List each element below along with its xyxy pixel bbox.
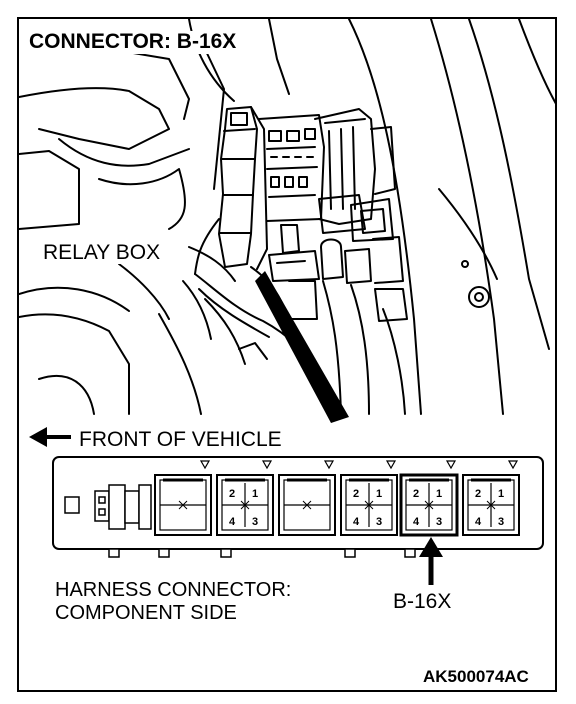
lock-triangle-icon [199, 460, 211, 470]
pin-number: 4 [475, 516, 482, 528]
pin-number: 4 [413, 516, 420, 528]
pin-number: 2 [353, 488, 359, 500]
pin-number: 1 [498, 488, 504, 500]
lock-triangle-icon [385, 460, 397, 470]
pin-number: 2 [475, 488, 481, 500]
connector-b16x-label: B-16X [393, 590, 452, 613]
pin-number: 4 [353, 516, 360, 528]
connector-title: CONNECTOR: B-16X [29, 31, 241, 54]
connector-socket: 2 1 4 3 [462, 460, 520, 536]
pin-number: 2 [229, 488, 235, 500]
lock-triangle-icon [323, 460, 335, 470]
lock-triangle-icon [261, 460, 273, 470]
connector-sockets: 2 1 4 3 2 1 4 3 2 1 4 3 2 1 4 3 [108, 460, 520, 558]
pin-number: 4 [229, 516, 236, 528]
figure-code: AK500074AC [423, 667, 529, 686]
pin-number: 3 [252, 516, 258, 528]
connector-socket: 2 1 4 3 [399, 460, 459, 558]
pin-number: 3 [376, 516, 382, 528]
pin-number: 3 [436, 516, 442, 528]
pin-number: 2 [413, 488, 419, 500]
pin-number: 1 [252, 488, 258, 500]
harness-line-1: HARNESS CONNECTOR: [55, 579, 292, 601]
connector-socket: 2 1 4 3 [340, 460, 398, 558]
diagram-frame: 2 1 4 3 2 1 4 3 2 1 4 3 2 1 4 3 CONNECTOR: B-16X RELAY … [17, 17, 557, 692]
connector-socket [278, 460, 336, 536]
pin-number: 3 [498, 516, 504, 528]
front-of-vehicle-label: FRONT OF VEHICLE [79, 428, 282, 451]
lock-triangle-icon [445, 460, 457, 470]
pin-number: 1 [436, 488, 442, 500]
harness-line-2: COMPONENT SIDE [55, 602, 237, 624]
connector-socket [154, 460, 212, 558]
connector-socket: 2 1 4 3 [216, 460, 274, 558]
relay-box-label: RELAY BOX [41, 241, 163, 264]
harness-connector-label: HARNESS CONNECTOR: COMPONENT SIDE [55, 579, 291, 625]
engine-bay-illustration: 2 1 4 3 2 1 4 3 2 1 4 3 2 1 4 3 [19, 19, 555, 558]
housing-tab [108, 548, 120, 558]
pin-number: 1 [376, 488, 382, 500]
lock-triangle-icon [507, 460, 519, 470]
